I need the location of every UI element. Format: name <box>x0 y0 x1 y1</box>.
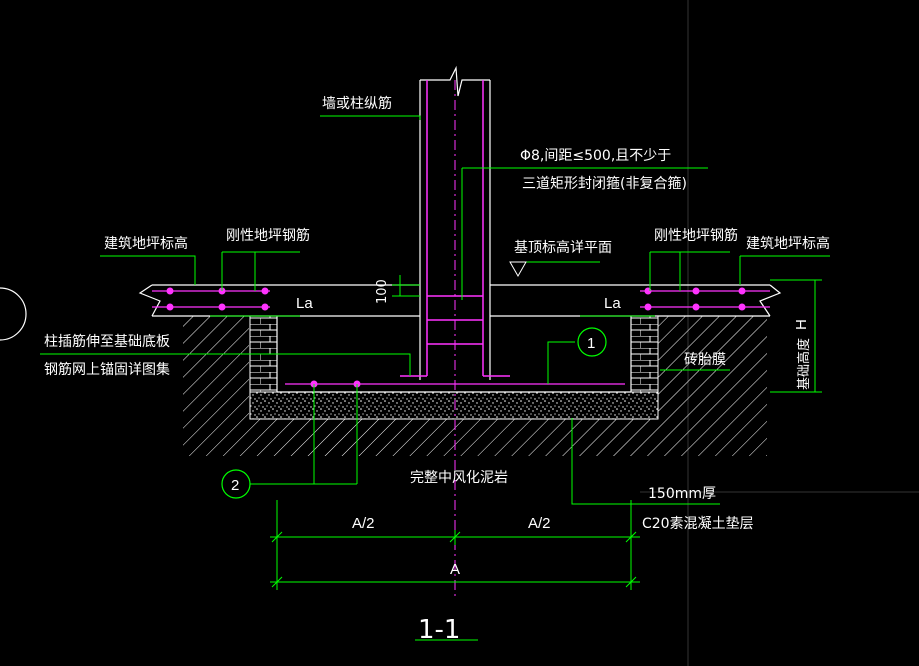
callout-label-2: 2 <box>231 477 239 494</box>
label-dim-full: A <box>450 561 460 578</box>
level-marker <box>509 261 527 278</box>
label-rigid-rebar-right: 刚性地坪钢筋 <box>654 227 738 244</box>
callout-label-1: 1 <box>587 335 595 352</box>
label-rock: 完整中风化泥岩 <box>410 470 508 486</box>
soil-hatch <box>183 316 767 456</box>
label-dowel-line1: 柱插筋伸至基础底板 <box>44 333 170 350</box>
column-rebar <box>400 80 510 377</box>
label-floor-level-left: 建筑地坪标高 <box>104 235 188 252</box>
label-bedding-material: C20素混凝土垫层 <box>642 516 754 532</box>
section-title: 1-1 <box>418 615 460 645</box>
label-top-level: 基顶标高详平面 <box>514 239 612 256</box>
label-wall-column-rebar: 墙或柱纵筋 <box>322 95 392 112</box>
label-stirrup-line1: Φ8,间距≤500,且不少于 <box>520 148 671 164</box>
label-dim-100: 100 <box>375 279 390 304</box>
callout-circle-1 <box>577 327 607 357</box>
label-rigid-rebar-left: 刚性地坪钢筋 <box>226 227 310 244</box>
label-anchor-right: La <box>604 295 621 312</box>
label-bedding-thickness: 150mm厚 <box>648 486 716 502</box>
concrete-bedding <box>249 391 659 420</box>
label-foundation-height: 基础高度 <box>796 338 812 390</box>
partial-circle <box>0 287 27 341</box>
label-stirrup-line2: 三道矩形封闭箍(非复合箍) <box>522 175 687 192</box>
label-floor-level-right: 建筑地坪标高 <box>746 235 830 252</box>
callout-circle-2 <box>221 469 251 499</box>
label-brick-mold: 砖胎膜 <box>684 352 726 368</box>
label-dim-half-left: A/2 <box>352 515 375 532</box>
label-dim-H: H <box>793 319 810 330</box>
label-dowel-line2: 钢筋网上锚固详图集 <box>44 361 170 378</box>
label-dim-half-right: A/2 <box>528 515 551 532</box>
leader-lines <box>40 115 830 641</box>
brick-mold-right <box>630 315 659 393</box>
label-anchor-left: La <box>296 295 313 312</box>
